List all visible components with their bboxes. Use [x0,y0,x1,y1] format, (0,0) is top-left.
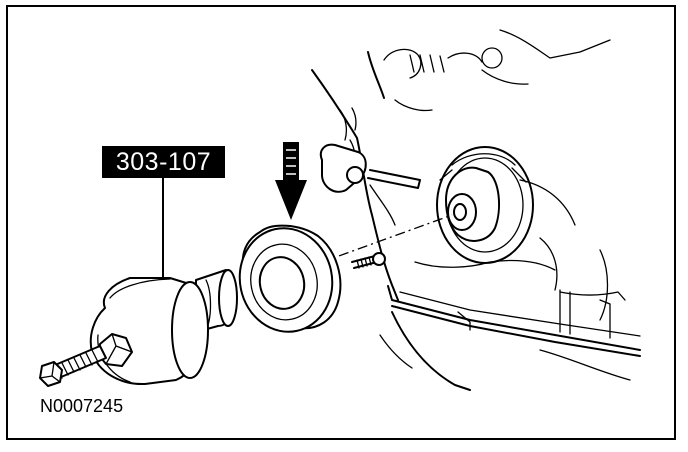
alignment-centerline [244,214,453,291]
crank-stud [351,252,386,269]
tool-number-label: 303-107 [102,146,225,178]
direction-arrow [275,142,307,220]
seal-installer-tool [39,177,238,387]
engine-block [311,29,641,391]
figure-id: N0007245 [40,396,124,416]
crankshaft-seal [238,224,342,333]
